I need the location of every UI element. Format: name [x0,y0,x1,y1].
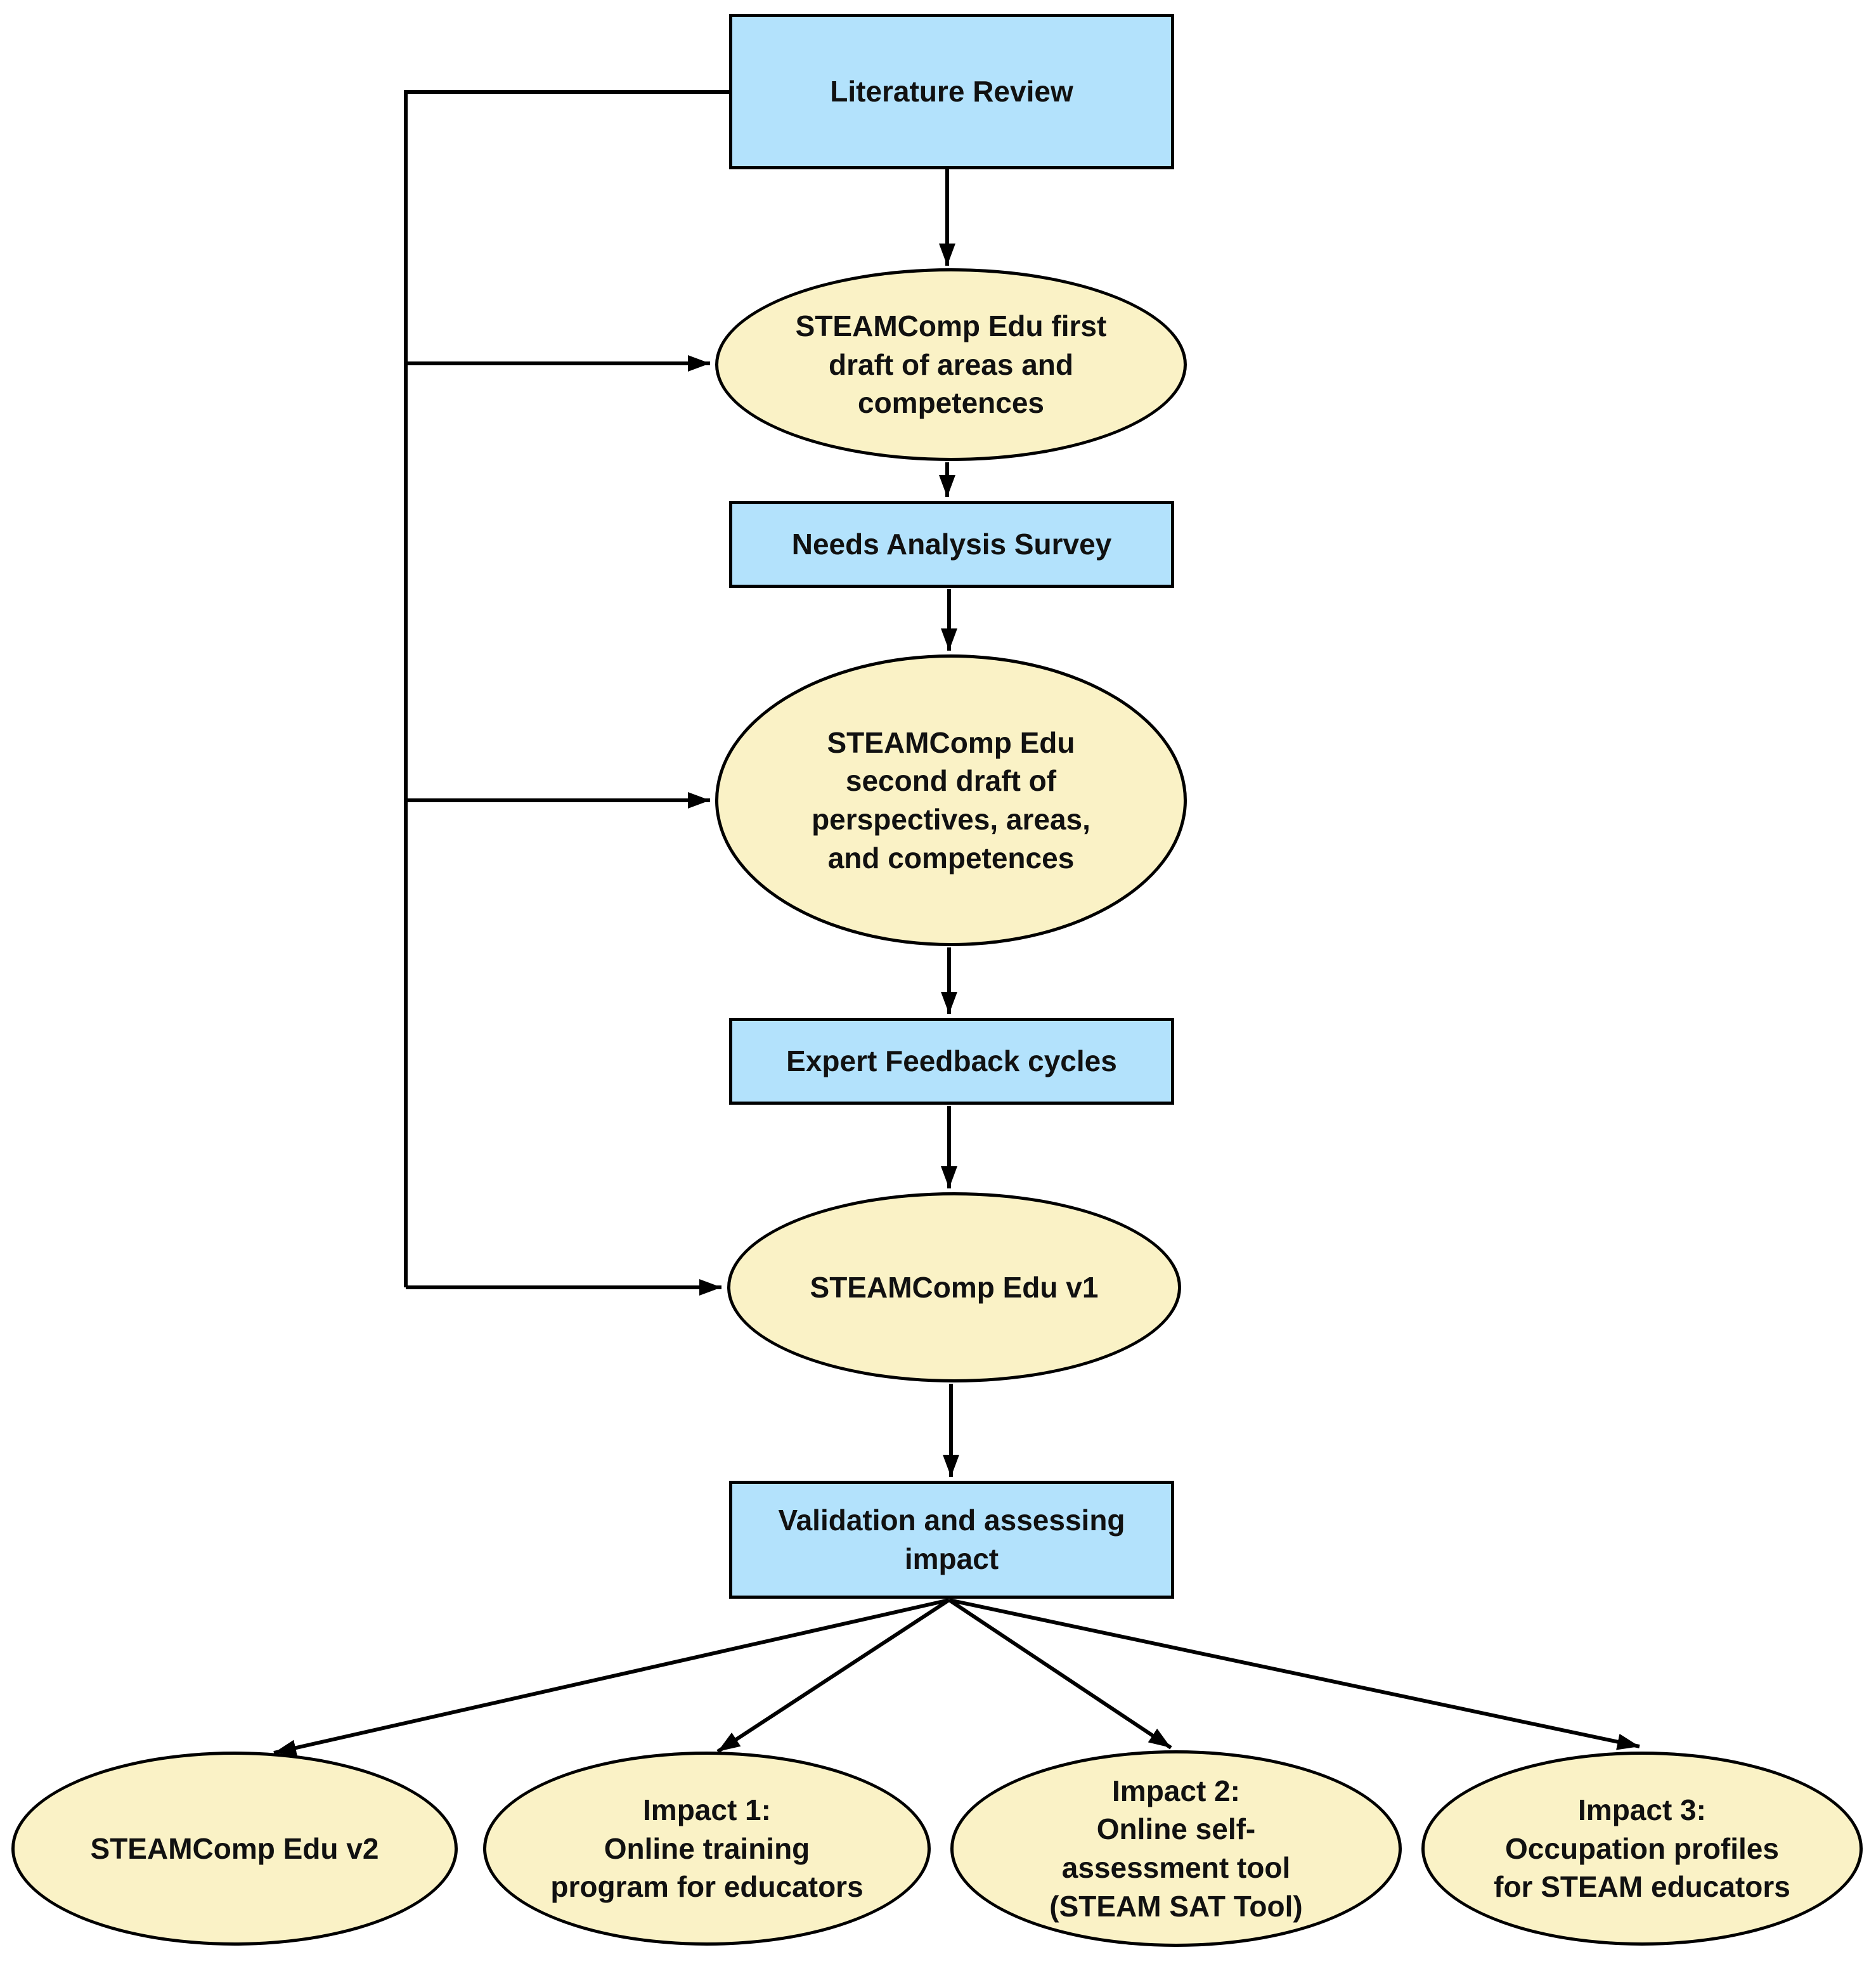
node-literature-review-label: Literature Review [830,75,1073,108]
node-impact-2: Impact 2: Online self- assessment tool (… [950,1750,1402,1947]
arrow-validation-to-impact1 [716,1598,950,1753]
node-steamcomp-first-draft-label: STEAMComp Edu first draft of areas and c… [795,309,1107,420]
arrow-validation-to-impact2 [948,1598,1172,1750]
node-impact-3-label: Impact 3: Occupation profiles for STEAM … [1494,1793,1790,1904]
node-impact-3: Impact 3: Occupation profiles for STEAM … [1421,1752,1863,1946]
node-steamcomp-v1: STEAMComp Edu v1 [727,1192,1181,1382]
node-steamcomp-second-draft: STEAMComp Edu second draft of perspectiv… [715,654,1187,946]
node-steamcomp-v1-label: STEAMComp Edu v1 [810,1270,1099,1304]
node-steamcomp-first-draft: STEAMComp Edu first draft of areas and c… [715,268,1187,461]
node-impact-2-label: Impact 2: Online self- assessment tool (… [1049,1774,1303,1923]
arrow-validation-to-v2 [273,1598,950,1756]
node-steamcomp-v2-label: STEAMComp Edu v2 [90,1831,379,1865]
node-literature-review: Literature Review [729,14,1174,169]
node-impact-1: Impact 1: Online training program for ed… [483,1752,931,1946]
node-steamcomp-second-draft-label: STEAMComp Edu second draft of perspectiv… [812,725,1090,875]
node-validation-assessing-impact-label: Validation and assessing impact [778,1504,1125,1575]
node-expert-feedback-cycles-label: Expert Feedback cycles [786,1044,1117,1078]
arrow-validation-to-impact3 [948,1598,1640,1750]
node-needs-analysis-survey: Needs Analysis Survey [729,501,1174,588]
node-validation-assessing-impact: Validation and assessing impact [729,1481,1174,1599]
feedback-line [404,90,729,1287]
node-steamcomp-v2: STEAMComp Edu v2 [11,1752,458,1946]
node-expert-feedback-cycles: Expert Feedback cycles [729,1018,1174,1105]
node-impact-1-label: Impact 1: Online training program for ed… [550,1793,864,1904]
node-needs-analysis-survey-label: Needs Analysis Survey [791,528,1112,561]
